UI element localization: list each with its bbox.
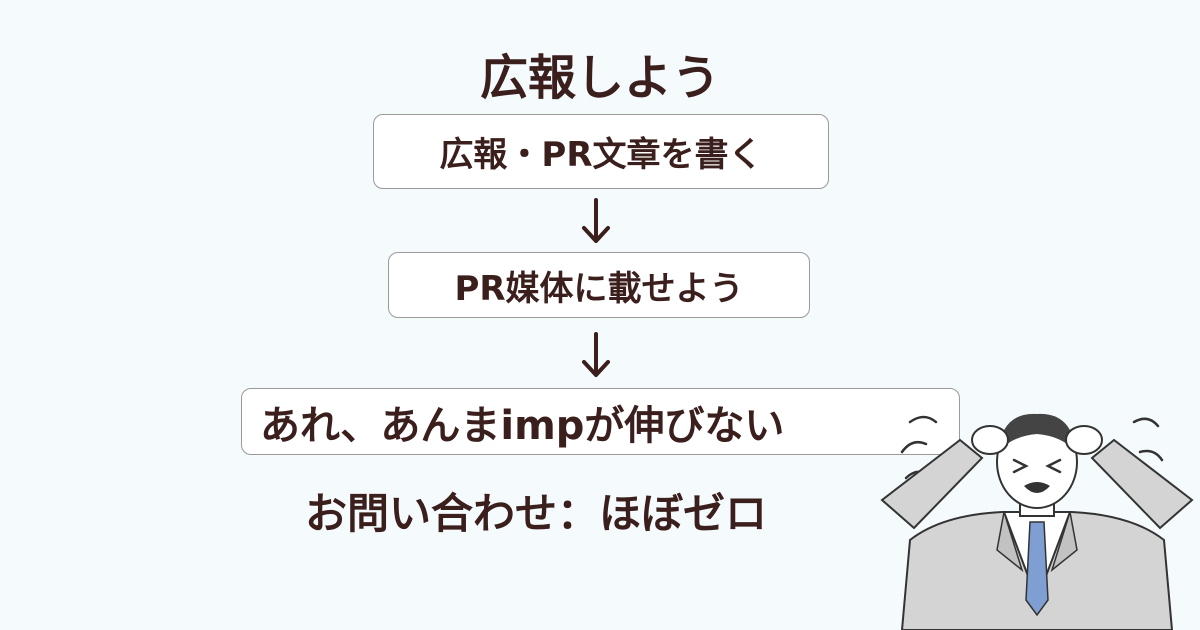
- page-title: 広報しよう: [479, 50, 720, 106]
- stressed-businessman-illustration: [880, 413, 1194, 630]
- step-label: 広報・PR文章を書く: [439, 135, 763, 175]
- step-label: あれ、あんまimpが伸びない: [260, 402, 785, 449]
- step-box-publish-media: PR媒体に載せよう: [388, 252, 810, 318]
- step-box-low-impressions: あれ、あんまimpが伸びない: [241, 388, 960, 455]
- step-label: PR媒体に載せよう: [454, 268, 744, 309]
- down-arrow-icon: [582, 332, 610, 377]
- step-box-write-pr: 広報・PR文章を書く: [373, 114, 829, 189]
- result-text: お問い合わせ：ほぼゼロ: [305, 489, 768, 538]
- down-arrow-icon: [582, 198, 610, 243]
